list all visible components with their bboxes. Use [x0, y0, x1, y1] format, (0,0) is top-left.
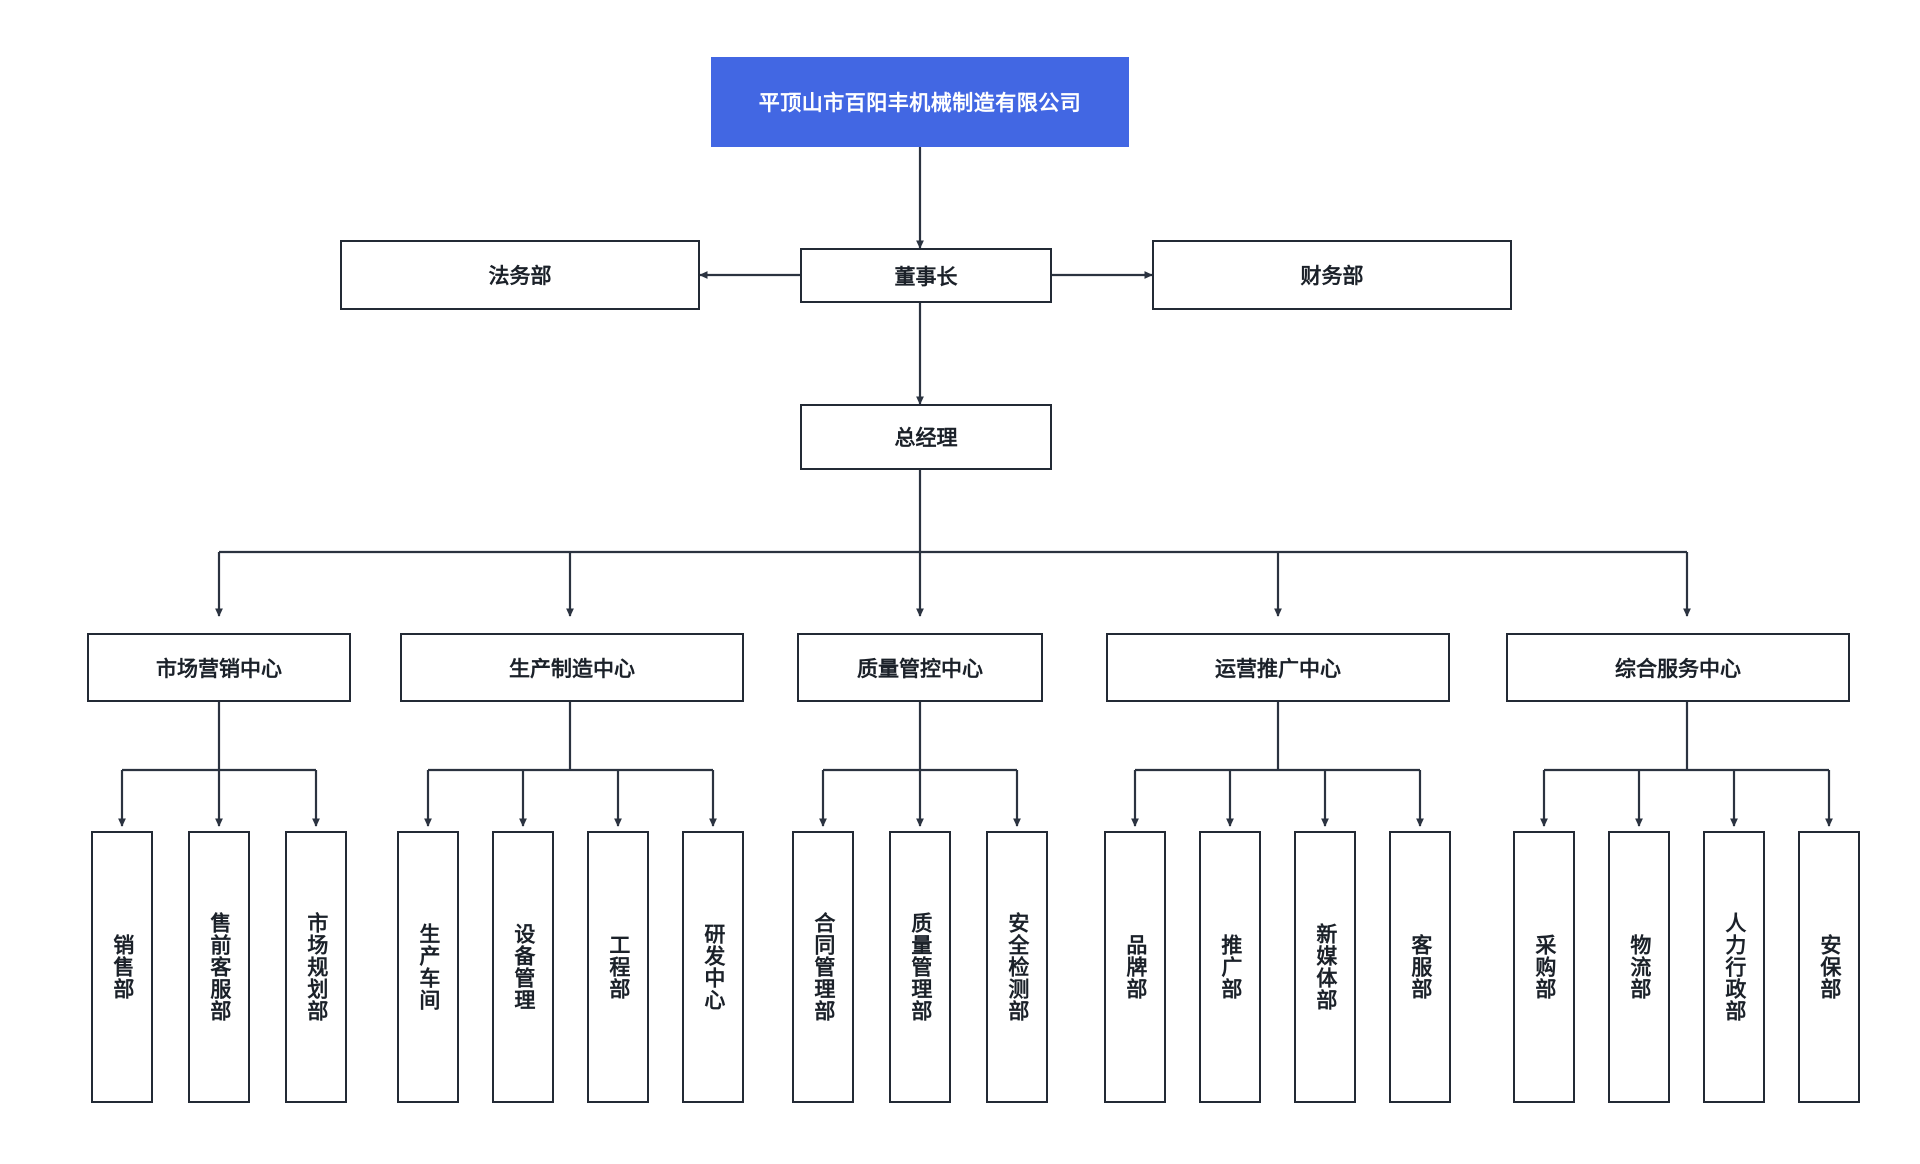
node-dept-procurement[interactable]: 采购部 [1513, 831, 1575, 1103]
node-label: 总经理 [894, 427, 958, 450]
node-label: 人力行政部 [1722, 912, 1746, 1022]
node-center-manufacturing[interactable]: 生产制造中心 [400, 633, 744, 702]
node-label: 客服部 [1408, 934, 1432, 1000]
node-label: 推广部 [1218, 934, 1242, 1000]
node-label: 研发中心 [701, 923, 725, 1011]
node-label: 质量管控中心 [857, 657, 983, 681]
node-label: 市场营销中心 [156, 657, 282, 681]
node-label: 市场规划部 [304, 912, 328, 1022]
node-dept-hr-admin[interactable]: 人力行政部 [1703, 831, 1765, 1103]
node-company-root[interactable]: 平顶山市百阳丰机械制造有限公司 [711, 57, 1129, 147]
node-dept-market-planning[interactable]: 市场规划部 [285, 831, 347, 1103]
node-label: 合同管理部 [811, 912, 835, 1022]
node-finance-department[interactable]: 财务部 [1152, 240, 1512, 310]
node-dept-engineering[interactable]: 工程部 [587, 831, 649, 1103]
node-dept-equipment-management[interactable]: 设备管理 [492, 831, 554, 1103]
node-label: 售前客服部 [207, 912, 231, 1022]
node-dept-security[interactable]: 安保部 [1798, 831, 1860, 1103]
node-dept-production-workshop[interactable]: 生产车间 [397, 831, 459, 1103]
node-general-manager[interactable]: 总经理 [800, 404, 1052, 470]
node-label: 法务部 [488, 265, 552, 288]
node-label: 质量管理部 [908, 912, 932, 1022]
node-label: 物流部 [1627, 934, 1651, 1000]
node-label: 品牌部 [1123, 934, 1147, 1000]
node-dept-sales[interactable]: 销售部 [91, 831, 153, 1103]
node-dept-quality-management[interactable]: 质量管理部 [889, 831, 951, 1103]
node-chairman[interactable]: 董事长 [800, 248, 1052, 303]
node-label: 设备管理 [511, 923, 535, 1011]
node-dept-customer-service[interactable]: 客服部 [1389, 831, 1451, 1103]
node-dept-new-media[interactable]: 新媒体部 [1294, 831, 1356, 1103]
node-legal-department[interactable]: 法务部 [340, 240, 700, 310]
node-label: 安保部 [1817, 934, 1841, 1000]
node-dept-contract-management[interactable]: 合同管理部 [792, 831, 854, 1103]
node-label: 董事长 [894, 265, 958, 289]
node-label: 采购部 [1532, 934, 1556, 1000]
node-center-service[interactable]: 综合服务中心 [1506, 633, 1850, 702]
node-dept-rnd-center[interactable]: 研发中心 [682, 831, 744, 1103]
node-label: 销售部 [110, 934, 134, 1000]
node-label: 平顶山市百阳丰机械制造有限公司 [758, 92, 1082, 115]
node-label: 工程部 [606, 934, 630, 1000]
node-center-marketing[interactable]: 市场营销中心 [87, 633, 351, 702]
node-dept-promotion[interactable]: 推广部 [1199, 831, 1261, 1103]
node-dept-logistics[interactable]: 物流部 [1608, 831, 1670, 1103]
node-dept-safety-inspection[interactable]: 安全检测部 [986, 831, 1048, 1103]
node-label: 综合服务中心 [1615, 657, 1741, 681]
node-label: 运营推广中心 [1215, 657, 1341, 681]
node-label: 生产车间 [416, 923, 440, 1011]
node-dept-presales-service[interactable]: 售前客服部 [188, 831, 250, 1103]
node-center-quality[interactable]: 质量管控中心 [797, 633, 1043, 702]
node-label: 安全检测部 [1005, 912, 1029, 1022]
node-label: 生产制造中心 [509, 657, 635, 681]
node-center-operations[interactable]: 运营推广中心 [1106, 633, 1450, 702]
node-dept-brand[interactable]: 品牌部 [1104, 831, 1166, 1103]
node-label: 财务部 [1300, 265, 1364, 288]
node-label: 新媒体部 [1313, 923, 1337, 1011]
